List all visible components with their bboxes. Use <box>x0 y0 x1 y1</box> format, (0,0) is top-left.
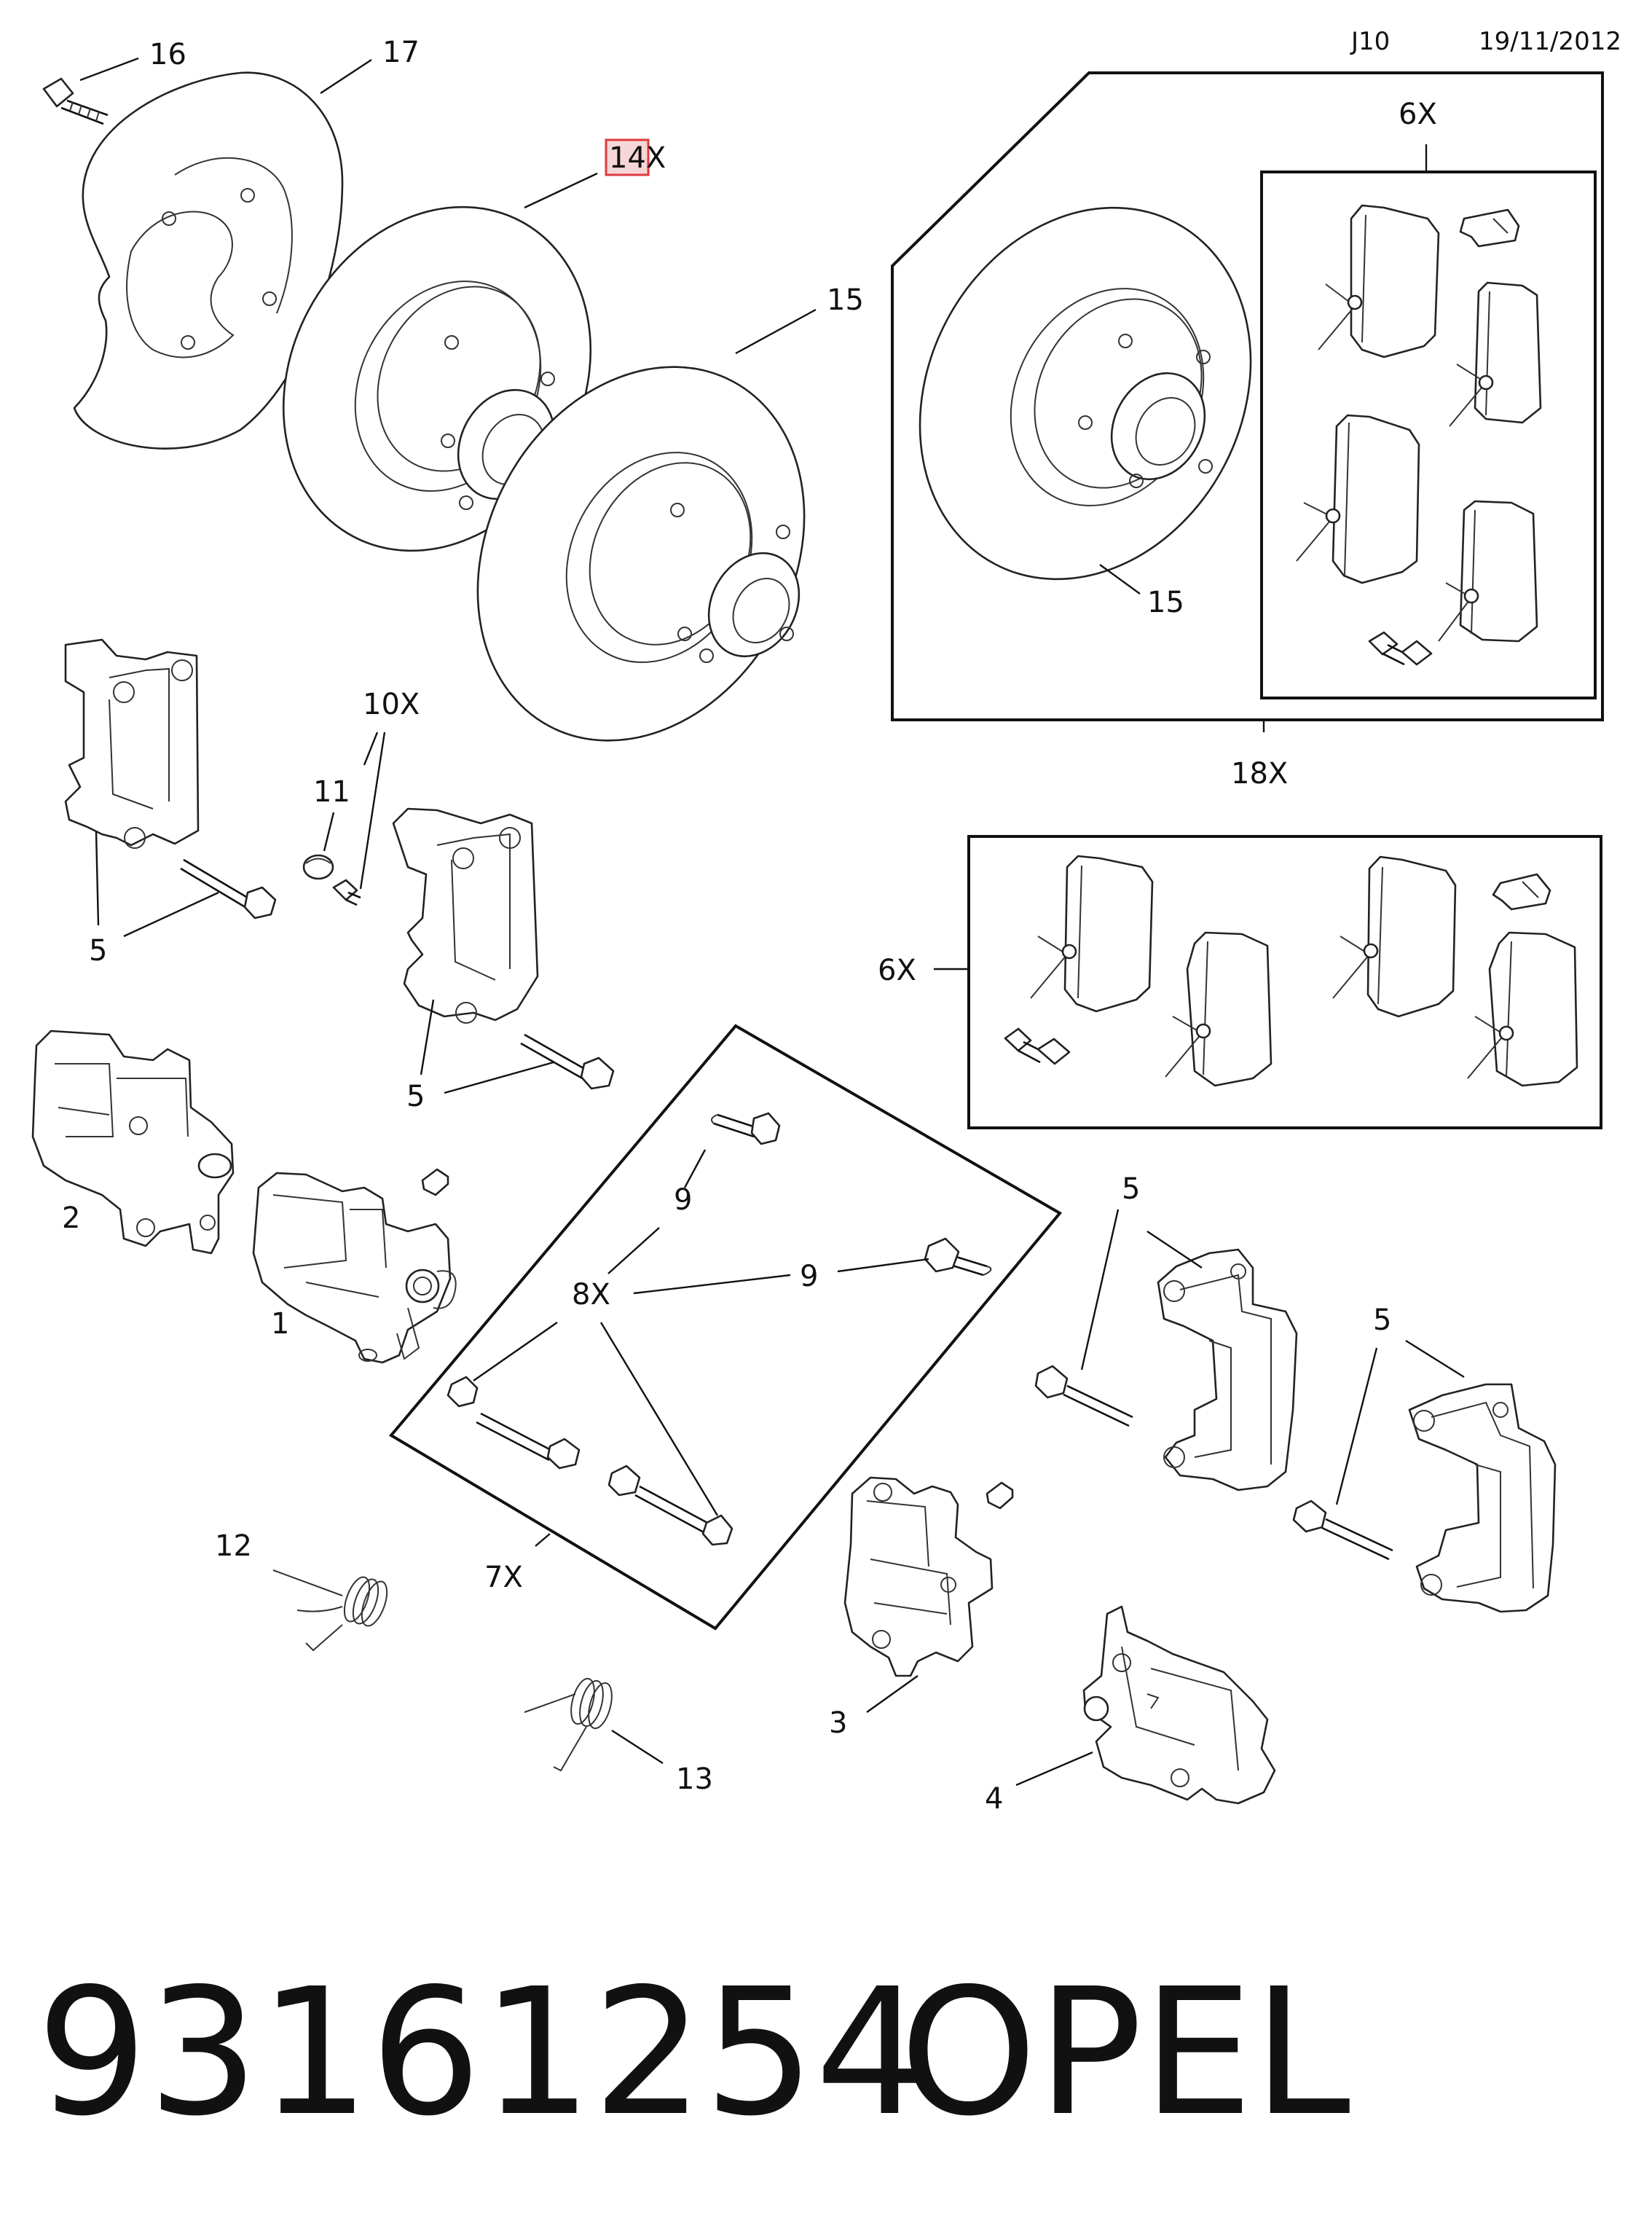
part-15-brake-disc[interactable] <box>414 310 868 798</box>
callout-10: 10X <box>363 688 420 721</box>
callout-6b: 6X <box>878 954 916 987</box>
part-2-brake-caliper[interactable] <box>31 1030 235 1255</box>
callout-17: 17 <box>382 36 420 69</box>
part-16-bolt[interactable] <box>42 77 109 125</box>
callout-4: 4 <box>985 1782 1003 1816</box>
callout-9a: 9 <box>674 1183 692 1217</box>
part-number: 93161254 <box>36 1950 927 2154</box>
part-5-caliper-carrier-d[interactable] <box>1408 1383 1557 1613</box>
callout-15a: 15 <box>827 283 864 317</box>
part-1-brake-caliper[interactable] <box>252 1168 457 1364</box>
callout-5b: 5 <box>406 1080 425 1113</box>
part-10-bleed-screw[interactable] <box>332 879 361 906</box>
part-12-spring[interactable] <box>272 1569 392 1652</box>
part-4-brake-caliper[interactable] <box>1082 1605 1276 1805</box>
callout-8: 8X <box>572 1278 610 1311</box>
callout-6a: 6X <box>1399 98 1437 131</box>
part-5-caliper-carrier-a[interactable] <box>64 638 200 849</box>
callout-7: 7X <box>484 1561 523 1594</box>
callout-15b: 15 <box>1147 586 1184 619</box>
callout-9b: 9 <box>800 1260 818 1293</box>
callout-3: 3 <box>829 1706 847 1740</box>
callout-1: 1 <box>271 1307 289 1341</box>
page-code: J10 <box>1350 27 1390 56</box>
part-14-brake-disc[interactable] <box>224 153 649 605</box>
callout-5c: 5 <box>1122 1172 1140 1206</box>
part-5-carrier-bolt-b[interactable] <box>520 1033 615 1090</box>
part-3-brake-caliper[interactable] <box>843 1476 1014 1677</box>
brand-name: OPEL <box>900 1950 1350 2154</box>
callout-5d: 5 <box>1373 1303 1391 1337</box>
part-13-spring[interactable] <box>524 1676 664 1772</box>
part-11-cap[interactable] <box>302 854 334 880</box>
part-5-caliper-carrier-b[interactable] <box>392 807 539 1024</box>
part-5-carrier-bolt-d[interactable] <box>1292 1499 1393 1561</box>
callout-16: 16 <box>149 38 186 71</box>
callout-14-highlight <box>605 138 650 176</box>
callout-12: 12 <box>215 1529 252 1563</box>
diagram-date: 19/11/2012 <box>1479 27 1621 56</box>
kit-7-guide-bolt-set[interactable] <box>388 1024 1063 1631</box>
callout-13: 13 <box>676 1763 713 1796</box>
kit-18-disc-and-pads[interactable] <box>857 71 1604 721</box>
kit-6-brake-pads-middle[interactable] <box>967 835 1602 1129</box>
callout-18: 18X <box>1231 757 1288 791</box>
part-17-backing-plate[interactable] <box>73 71 344 450</box>
part-5-caliper-carrier-c[interactable] <box>1157 1248 1298 1491</box>
callout-11: 11 <box>313 775 350 809</box>
part-5-carrier-bolt-a[interactable] <box>180 858 277 920</box>
callout-5a: 5 <box>89 934 107 968</box>
callout-2: 2 <box>62 1201 80 1235</box>
part-5-carrier-bolt-c[interactable] <box>1034 1365 1133 1427</box>
callout-14: 14X <box>609 141 666 175</box>
kit-6-brake-pads-top[interactable] <box>1260 170 1597 699</box>
